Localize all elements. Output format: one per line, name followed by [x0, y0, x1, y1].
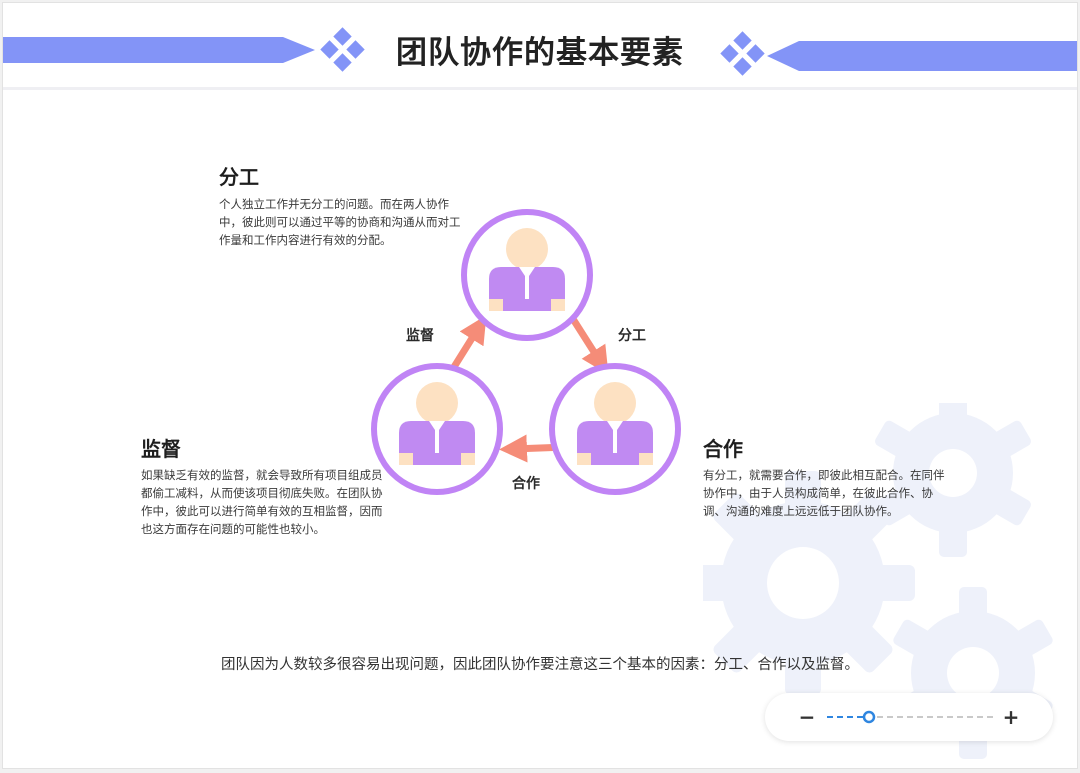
supervision-text: 如果缺乏有效的监督，就会导致所有项目组成员都偷工减料，从而使该项目彻底失败。在团…	[141, 468, 383, 536]
arrow-label-supervision: 监督	[406, 328, 434, 344]
diamond-cluster-icon	[720, 31, 765, 76]
header-right-banner	[767, 41, 1077, 71]
zoom-slider[interactable]	[825, 707, 997, 727]
arrow-division	[570, 317, 609, 375]
cooperation-text: 有分工，就需要合作，即彼此相互配合。在同伴协作中，由于人员构成简单，在彼此合作、…	[703, 468, 945, 518]
division-heading: 分工	[219, 165, 259, 189]
zoom-slider-handle	[862, 710, 876, 724]
header-divider	[3, 87, 1077, 90]
page-title: 团队协作的基本要素	[396, 35, 684, 71]
division-text: 个人独立工作并无分工的问题。而在两人协作中，彼此则可以通过平等的协商和沟通从而对…	[219, 197, 461, 247]
zoom-control: − +	[765, 693, 1053, 741]
summary-text: 团队因为人数较多很容易出现问题，因此团队协作要注意这三个基本的因素：分工、合作以…	[221, 657, 859, 673]
zoom-out-button[interactable]: −	[798, 705, 816, 729]
arrow-label-division: 分工	[618, 328, 646, 344]
header-left-banner	[3, 37, 315, 63]
arrow-label-cooperation: 合作	[512, 476, 540, 492]
supervision-heading: 监督	[141, 437, 181, 461]
person-icon	[371, 363, 503, 495]
cooperation-heading: 合作	[703, 437, 743, 461]
person-icon	[461, 209, 593, 341]
diamond-cluster-icon	[320, 27, 365, 72]
person-icon	[549, 363, 681, 495]
zoom-in-button[interactable]: +	[1002, 705, 1020, 729]
